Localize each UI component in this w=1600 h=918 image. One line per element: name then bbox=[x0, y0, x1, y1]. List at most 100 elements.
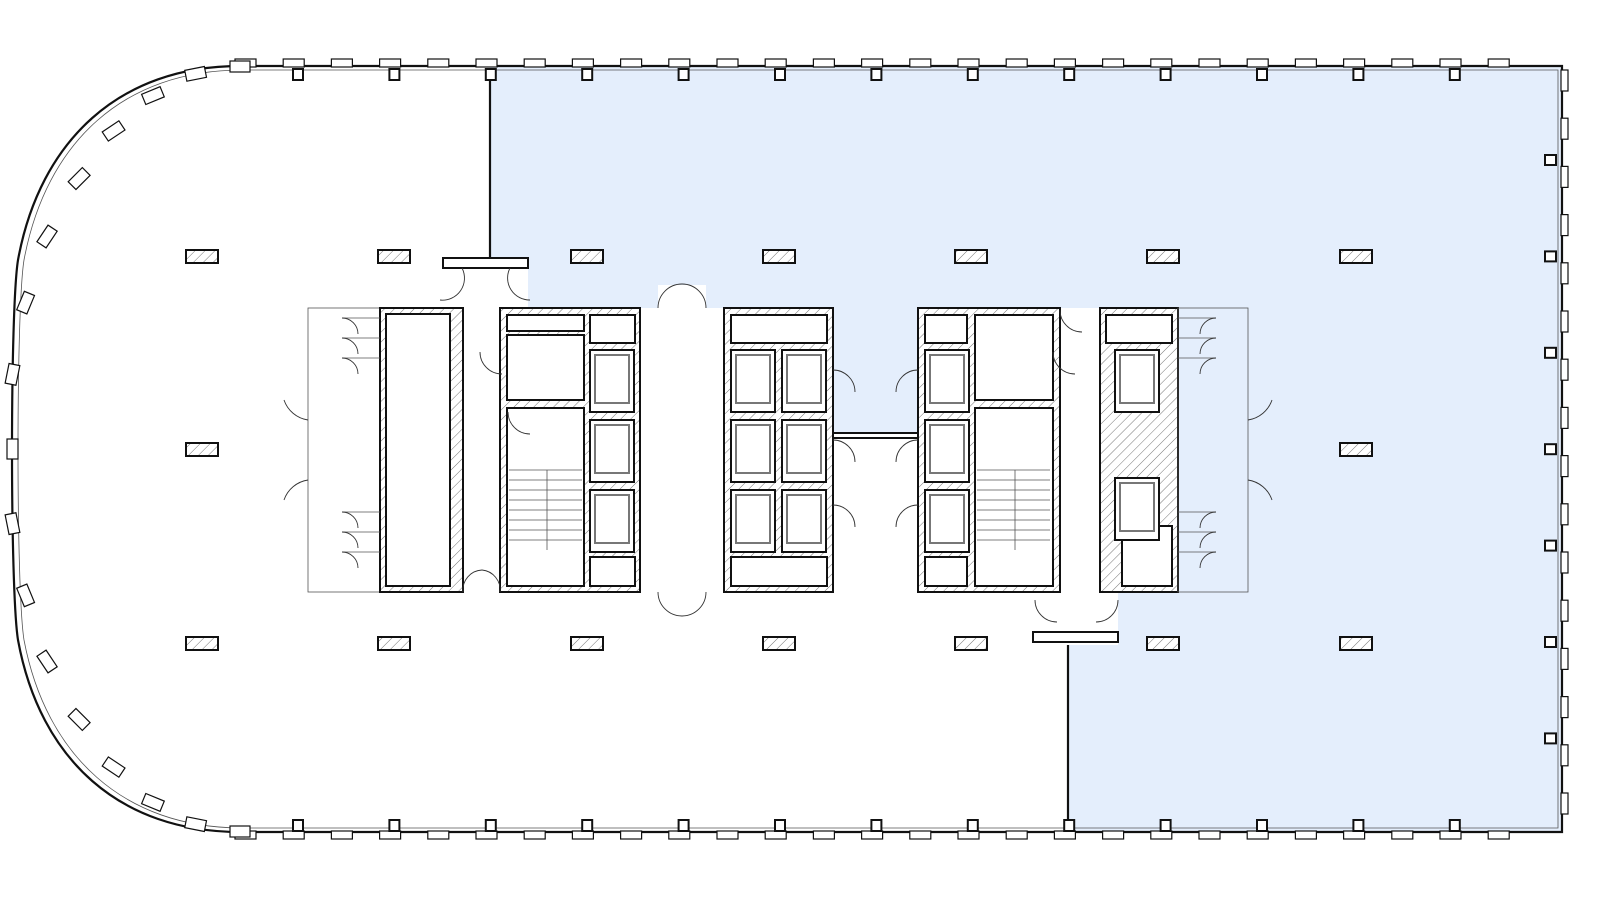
door-swing[interactable] bbox=[657, 591, 683, 617]
elevator-car bbox=[735, 424, 771, 474]
door-swing[interactable] bbox=[1199, 531, 1217, 549]
elevators bbox=[589, 349, 1160, 553]
window-mullion bbox=[764, 58, 787, 68]
window-mullion bbox=[1560, 165, 1569, 188]
perimeter-column bbox=[774, 819, 786, 832]
window-mullion bbox=[229, 60, 251, 73]
door-swing[interactable] bbox=[832, 369, 856, 393]
window-mullion bbox=[15, 290, 36, 315]
door-swing[interactable] bbox=[1199, 357, 1217, 375]
door-swing[interactable] bbox=[341, 317, 359, 335]
door-swing[interactable] bbox=[1052, 351, 1076, 375]
window-mullion bbox=[1150, 58, 1173, 68]
perimeter-column bbox=[388, 819, 401, 832]
door-swing[interactable] bbox=[462, 569, 483, 593]
window-mullion bbox=[427, 830, 450, 840]
column bbox=[1339, 249, 1373, 264]
door-swing[interactable] bbox=[681, 591, 707, 617]
window-mullion bbox=[140, 792, 166, 813]
window-mullion bbox=[764, 830, 787, 840]
door-swing[interactable] bbox=[479, 351, 503, 375]
window-mullion bbox=[523, 830, 546, 840]
perimeter-column bbox=[484, 819, 497, 832]
shaft-room-bottom bbox=[589, 556, 636, 587]
door-swing[interactable] bbox=[1199, 551, 1217, 569]
door-swing[interactable] bbox=[283, 479, 309, 501]
door-swing[interactable] bbox=[895, 369, 919, 393]
door-swing[interactable] bbox=[341, 511, 359, 529]
window-mullion bbox=[1005, 830, 1028, 840]
door-swing[interactable] bbox=[507, 411, 531, 435]
perimeter-column bbox=[1448, 68, 1461, 81]
perimeter-column bbox=[1352, 819, 1365, 832]
window-mullion bbox=[4, 512, 21, 536]
vestibule-top bbox=[442, 257, 529, 269]
column bbox=[377, 249, 411, 264]
window-mullion bbox=[1560, 262, 1569, 285]
window-mullion bbox=[1560, 358, 1569, 381]
shaft-room-b-top bbox=[730, 314, 828, 344]
window-mullion bbox=[1439, 58, 1462, 68]
perimeter-column bbox=[870, 68, 883, 81]
window-mullion bbox=[36, 649, 59, 674]
window-mullion bbox=[957, 830, 980, 840]
window-mullion bbox=[101, 756, 126, 778]
door-swing[interactable] bbox=[507, 267, 531, 301]
perimeter-column bbox=[1544, 732, 1557, 745]
door-swing[interactable] bbox=[895, 439, 919, 463]
door-swing[interactable] bbox=[341, 357, 359, 375]
window-mullion bbox=[1005, 58, 1028, 68]
door-swing[interactable] bbox=[439, 267, 465, 301]
window-mullion bbox=[668, 830, 691, 840]
perimeter-column bbox=[1159, 819, 1172, 832]
window-mullion bbox=[67, 166, 91, 191]
window-mullion bbox=[379, 58, 402, 68]
window-mullion bbox=[1391, 830, 1414, 840]
door-swing[interactable] bbox=[1247, 479, 1273, 501]
toilet-block-right bbox=[1177, 307, 1249, 593]
window-mullion bbox=[812, 58, 836, 68]
window-mullion bbox=[716, 58, 739, 68]
door-swing[interactable] bbox=[681, 283, 707, 309]
door-swing[interactable] bbox=[1199, 511, 1217, 529]
window-mullion bbox=[1560, 310, 1569, 333]
shaft-room-b-bottom bbox=[730, 556, 828, 587]
core-connector-wall bbox=[832, 432, 919, 439]
perimeter-column bbox=[388, 68, 401, 81]
door-swing[interactable] bbox=[1247, 399, 1273, 421]
stairs bbox=[509, 469, 1050, 550]
column bbox=[185, 442, 219, 457]
window-mullion bbox=[1198, 830, 1221, 840]
door-swing[interactable] bbox=[1059, 309, 1083, 333]
door-swing[interactable] bbox=[481, 569, 501, 593]
door-swing[interactable] bbox=[1199, 317, 1217, 335]
perimeter-column bbox=[1544, 443, 1557, 456]
door-swing[interactable] bbox=[1199, 337, 1217, 355]
door-swing[interactable] bbox=[1095, 599, 1119, 623]
perimeter-column bbox=[581, 819, 594, 832]
door-swing[interactable] bbox=[1034, 599, 1058, 623]
door-swing[interactable] bbox=[341, 531, 359, 549]
window-mullion bbox=[229, 825, 251, 838]
column bbox=[185, 249, 219, 264]
window-mullion bbox=[571, 58, 595, 68]
elevator-car bbox=[786, 494, 822, 544]
door-swing[interactable] bbox=[341, 337, 359, 355]
service-room bbox=[506, 314, 585, 332]
door-swing[interactable] bbox=[832, 439, 856, 463]
window-mullion bbox=[1391, 58, 1414, 68]
door-swing[interactable] bbox=[341, 551, 359, 569]
window-mullion bbox=[1342, 58, 1366, 68]
door-swing[interactable] bbox=[895, 504, 919, 528]
window-mullion bbox=[1560, 117, 1569, 140]
perimeter-column bbox=[1544, 539, 1557, 552]
elevator-car bbox=[594, 424, 630, 474]
window-mullion bbox=[140, 85, 166, 106]
door-swing[interactable] bbox=[832, 504, 856, 528]
facade-mullions bbox=[4, 58, 1569, 840]
column bbox=[377, 636, 411, 651]
building-core bbox=[307, 257, 1249, 643]
door-swing[interactable] bbox=[283, 399, 309, 421]
column bbox=[570, 249, 604, 264]
door-swing[interactable] bbox=[657, 283, 683, 309]
